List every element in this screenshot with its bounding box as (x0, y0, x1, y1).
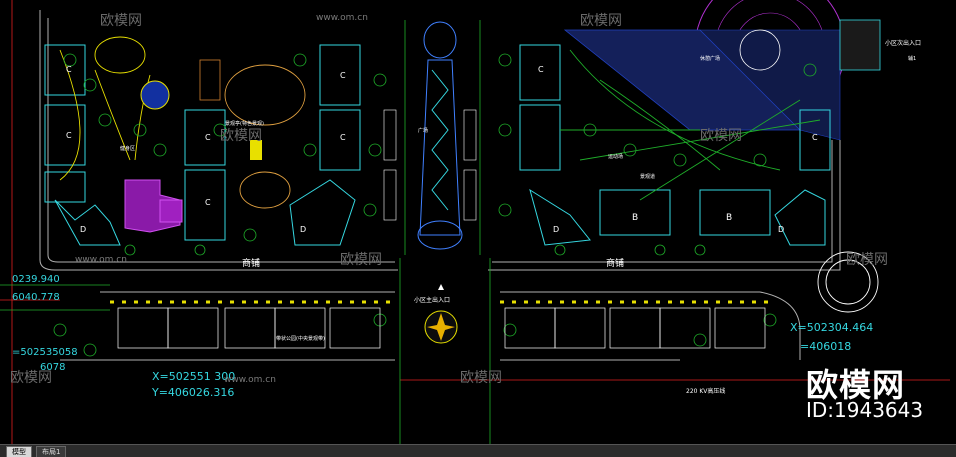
shop-label-left: 商铺 (242, 257, 260, 269)
building-tag: C (66, 65, 72, 74)
watermark-logo: 欧模网 (460, 370, 502, 386)
right-landscape-lines (560, 49, 821, 201)
watermark-logo: 欧模网 (580, 13, 622, 29)
building-tag: D (300, 225, 306, 234)
central-axis-landscape (383, 21, 477, 250)
right-center-label: 运动场 (608, 153, 623, 160)
site-boundary (39, 10, 841, 361)
coord-left-3: =502535058 (12, 347, 78, 358)
coord-right-x: X=502304.464 (790, 321, 873, 334)
right-buildings (519, 44, 831, 246)
secondary-gate-note: 辅1 (908, 55, 916, 62)
coord-left-4: 6078 (40, 362, 65, 373)
plaza-compass-circle (739, 29, 781, 71)
garden-left-label: 健身区 (120, 145, 135, 152)
watermark-logo: 欧模网 (340, 252, 382, 268)
watermark-logo: 欧模网 (100, 13, 142, 29)
building-tag: D (80, 225, 86, 234)
watermark-logo: 欧模网 (10, 370, 52, 386)
building-tag: B (632, 213, 638, 223)
coord-right-y: =406018 (800, 340, 851, 353)
building-tag: D (553, 225, 559, 234)
secondary-gate-label: 小区次出入口 (885, 39, 921, 47)
watermark-logo: 欧模网 (846, 252, 888, 268)
watermark-url: www.om.cn (224, 375, 276, 385)
plaza-top-label: 休憩广场 (700, 55, 720, 62)
building-tag: D (778, 225, 784, 234)
central-emblem (424, 310, 458, 344)
building-tag: B (726, 213, 732, 223)
building-tag: C (340, 71, 346, 80)
roundabout (817, 251, 879, 313)
left-buildings (44, 44, 361, 246)
building-tag: C (538, 65, 544, 74)
highvoltage-label: 220 KV高压线 (686, 387, 725, 395)
right-center2-label: 景观道 (640, 173, 655, 180)
asset-id-watermark: ID:1943643 (806, 398, 924, 422)
tab-model[interactable]: 模型 (6, 446, 32, 457)
building-tag: C (340, 133, 346, 142)
tab-layout1[interactable]: 布局1 (36, 446, 67, 457)
building-tag: C (66, 131, 72, 140)
watermark-logo: 欧模网 (700, 128, 742, 144)
plaza-label: 广场 (418, 127, 428, 134)
secondary-gate-block (839, 19, 881, 71)
watermark-url: www.om.cn (75, 255, 127, 265)
magenta-clubhouse (124, 179, 183, 233)
left-landscape (59, 36, 306, 209)
building-tag: C (205, 198, 211, 207)
coord-bottom-x: X=502551 300 (152, 370, 235, 383)
watermark-logo: 欧模网 (220, 128, 262, 144)
layout-tab-bar: 模型 布局1 (0, 444, 956, 457)
cad-drawing-canvas[interactable]: 商铺 商铺 小区主出入口 小区次出入口 辅1 220 KV高压线 带状公园(中央… (0, 0, 956, 444)
main-gate-label: 小区主出入口 (414, 296, 450, 304)
coord-left-2: 6040.778 (12, 292, 60, 303)
building-tag: C (205, 133, 211, 142)
north-arrow-icon (438, 284, 444, 290)
building-tag: C (812, 133, 818, 142)
pavilion-label: 景观亭(特色景观) (225, 120, 264, 127)
coord-left-1: 0239.940 (12, 274, 60, 285)
road-lines (0, 20, 491, 444)
coord-bottom-y: Y=406026.316 (151, 386, 234, 399)
parking-note: 带状公园(中央景观带) (276, 335, 325, 342)
red-axis-lines (0, 0, 950, 444)
shop-label-right: 商铺 (606, 257, 624, 269)
brand-watermark: 欧模网 (806, 366, 906, 404)
left-landscape-features (140, 59, 262, 160)
parking-left (110, 300, 390, 349)
watermark-url: www.om.cn (316, 13, 368, 23)
parking-right (500, 300, 770, 349)
